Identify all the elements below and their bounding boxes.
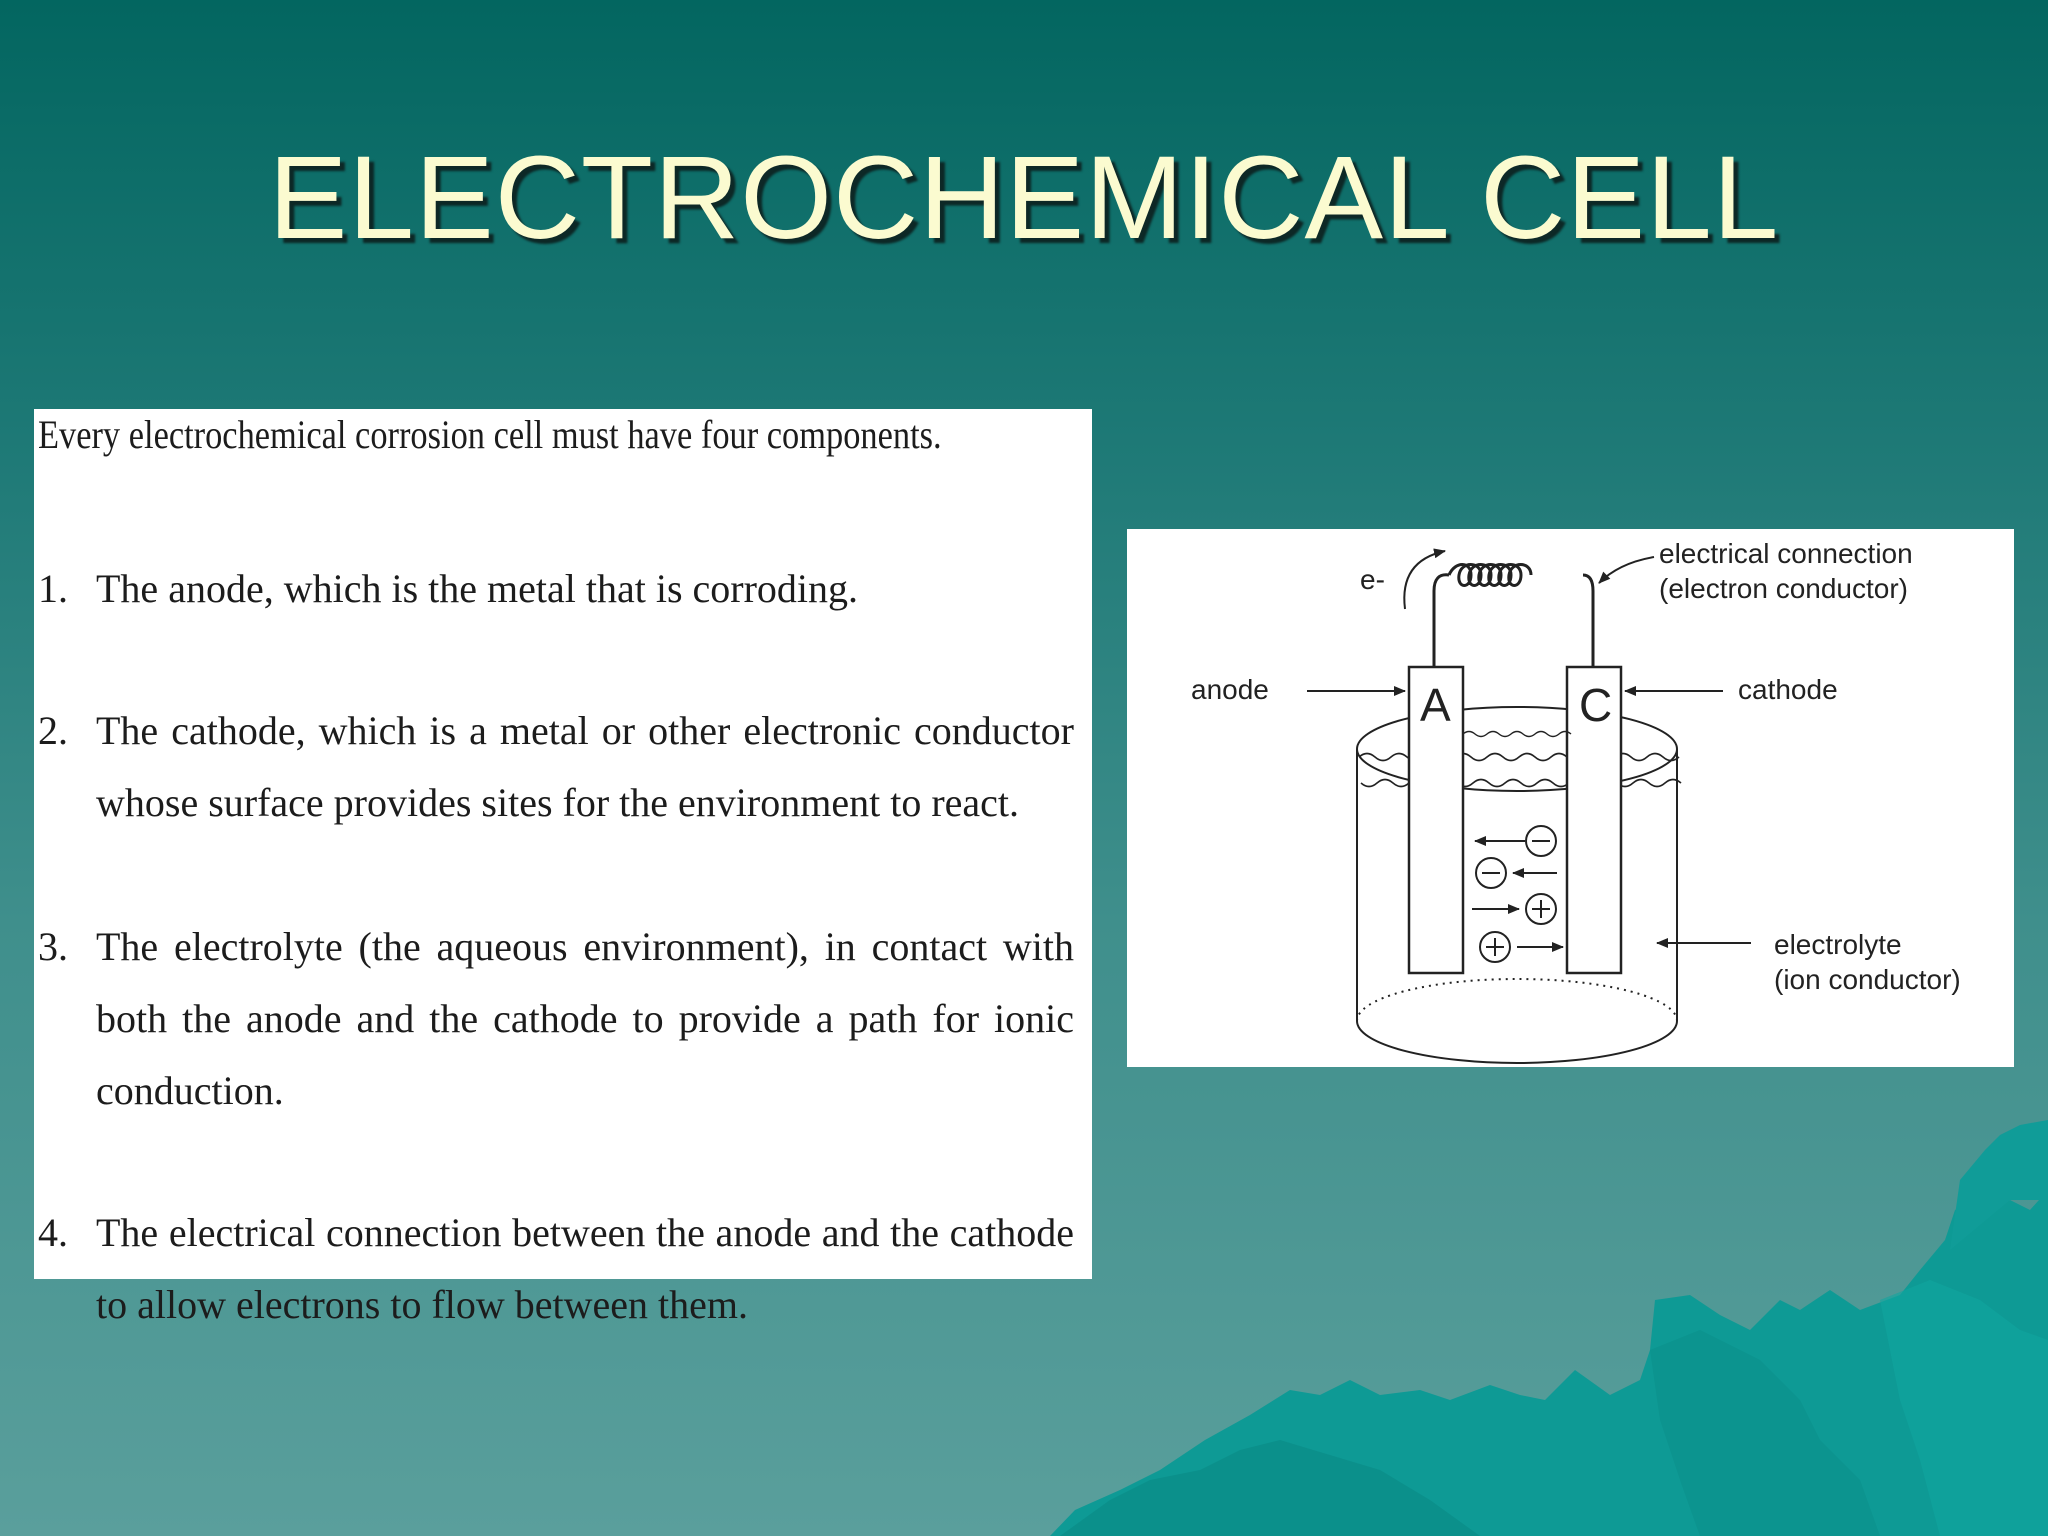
cathode-letter: C — [1579, 679, 1612, 731]
item-text: The electrical connection between the an… — [96, 1210, 1074, 1327]
anode-letter: A — [1420, 679, 1451, 731]
item-number: 1. — [38, 566, 68, 611]
item-text: The electrolyte (the aqueous environment… — [96, 924, 1074, 1113]
connection-label-line2: (electron conductor) — [1659, 573, 1908, 604]
electron-flow-arrow — [1403, 548, 1446, 610]
cell-diagram-panel: e- electrical connection (electron condu… — [1127, 529, 2014, 1067]
item-text: The cathode, which is a metal or other e… — [96, 708, 1074, 825]
item-number: 4. — [38, 1210, 68, 1255]
anode-electrode — [1407, 665, 1465, 975]
item-number: 3. — [38, 924, 68, 969]
intro-text: Every electrochemical corrosion cell mus… — [38, 412, 942, 457]
electrolyte-label-line1: electrolyte — [1774, 929, 1902, 960]
cathode-label: cathode — [1738, 674, 1838, 705]
electrolyte-surface — [1358, 752, 1682, 788]
item-text: The anode, which is the metal that is co… — [96, 566, 859, 611]
connection-label-line1: electrical connection — [1659, 538, 1913, 569]
electron-label: e- — [1360, 564, 1385, 595]
list-item: 2. The cathode, which is a metal or othe… — [38, 695, 1074, 839]
slide-title: ELECTROCHEMICAL CELL — [268, 132, 1780, 264]
connection-pointer-arrow — [1598, 556, 1655, 584]
electrolyte-label-line2: (ion conductor) — [1774, 964, 1961, 995]
cell-diagram: e- electrical connection (electron condu… — [1191, 538, 1961, 1064]
list-item: 4. The electrical connection between the… — [38, 1197, 1074, 1341]
ion-flow — [1472, 825, 1564, 963]
list-item: 1. The anode, which is the metal that is… — [38, 553, 1074, 625]
components-text-panel: Every electrochemical corrosion cell mus… — [34, 409, 1092, 1327]
cathode-electrode — [1565, 665, 1623, 975]
anode-label: anode — [1191, 674, 1269, 705]
electrolyte-surface-inner — [1462, 730, 1572, 738]
item-number: 2. — [38, 708, 68, 753]
list-item: 3. The electrolyte (the aqueous environm… — [38, 911, 1074, 1127]
beaker — [1356, 706, 1678, 1064]
coil-wire — [1432, 563, 1595, 669]
